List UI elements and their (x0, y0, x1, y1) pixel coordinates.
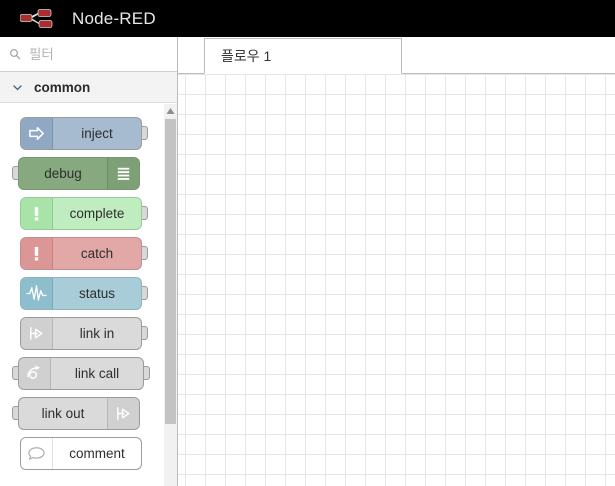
palette-category-label: common (34, 79, 91, 95)
node-chip-label: link call (74, 366, 120, 381)
node-chip-inject[interactable]: inject (20, 117, 142, 150)
app-header: Node-RED (0, 0, 615, 37)
node-chip-label: catch (80, 246, 114, 261)
node-chip-label: complete (69, 206, 125, 221)
palette-scrollbar[interactable] (164, 104, 177, 486)
node-chip-label: debug (44, 166, 82, 181)
palette-node-list: inject debug complete catch status link in lin… (0, 104, 177, 474)
link-out-icon (107, 398, 139, 429)
scroll-up-arrow-icon[interactable] (165, 106, 176, 116)
node-palette: common inject debug complete catch status lin… (0, 37, 178, 486)
node-chip-label: inject (81, 126, 113, 141)
palette-node-complete: complete (0, 194, 177, 234)
exclamation-icon (21, 238, 53, 269)
flow-canvas[interactable] (178, 74, 615, 486)
tab-flow-1[interactable]: 플로우 1 (204, 38, 402, 74)
node-red-logo-icon[interactable] (20, 7, 62, 31)
palette-node-status: status (0, 274, 177, 314)
tab-flow-1-label: 플로우 1 (221, 48, 272, 64)
pulse-wave-icon (21, 278, 53, 309)
palette-scrollbar-thumb[interactable] (165, 119, 176, 424)
node-chip-status[interactable]: status (20, 277, 142, 310)
link-in-icon (21, 318, 53, 349)
palette-node-link-out: link out (0, 394, 177, 434)
node-chip-label: link out (41, 406, 85, 421)
palette-category-common[interactable]: common (0, 72, 177, 103)
palette-node-link-in: link in (0, 314, 177, 354)
node-chip-complete[interactable]: complete (20, 197, 142, 230)
node-chip-link-in[interactable]: link in (20, 317, 142, 350)
search-icon (10, 49, 21, 60)
debug-lines-icon (107, 158, 139, 189)
palette-node-inject: inject (0, 114, 177, 154)
palette-search-bar[interactable] (0, 37, 177, 72)
palette-node-list-viewport: inject debug complete catch status link in lin… (0, 104, 177, 486)
node-chip-link-out[interactable]: link out (18, 397, 140, 430)
chevron-down-icon (13, 84, 22, 90)
workspace: 플로우 1 (178, 37, 615, 486)
exclamation-icon (21, 198, 53, 229)
comment-bubble-icon (21, 438, 53, 469)
palette-node-debug: debug (0, 154, 177, 194)
node-chip-debug[interactable]: debug (18, 157, 140, 190)
palette-node-catch: catch (0, 234, 177, 274)
node-chip-label: link in (79, 326, 115, 341)
palette-node-comment: comment (0, 434, 177, 474)
node-chip-catch[interactable]: catch (20, 237, 142, 270)
node-chip-label: comment (69, 446, 125, 461)
flow-tabbar: 플로우 1 (178, 37, 615, 74)
node-chip-link-call[interactable]: link call (18, 357, 144, 390)
link-call-icon (19, 358, 51, 389)
node-chip-comment[interactable]: comment (20, 437, 142, 470)
palette-node-link-call: link call (0, 354, 177, 394)
inject-arrow-icon (21, 118, 53, 149)
filter-input[interactable] (27, 45, 167, 63)
node-chip-label: status (78, 286, 116, 301)
brand-title: Node-RED (72, 8, 156, 28)
